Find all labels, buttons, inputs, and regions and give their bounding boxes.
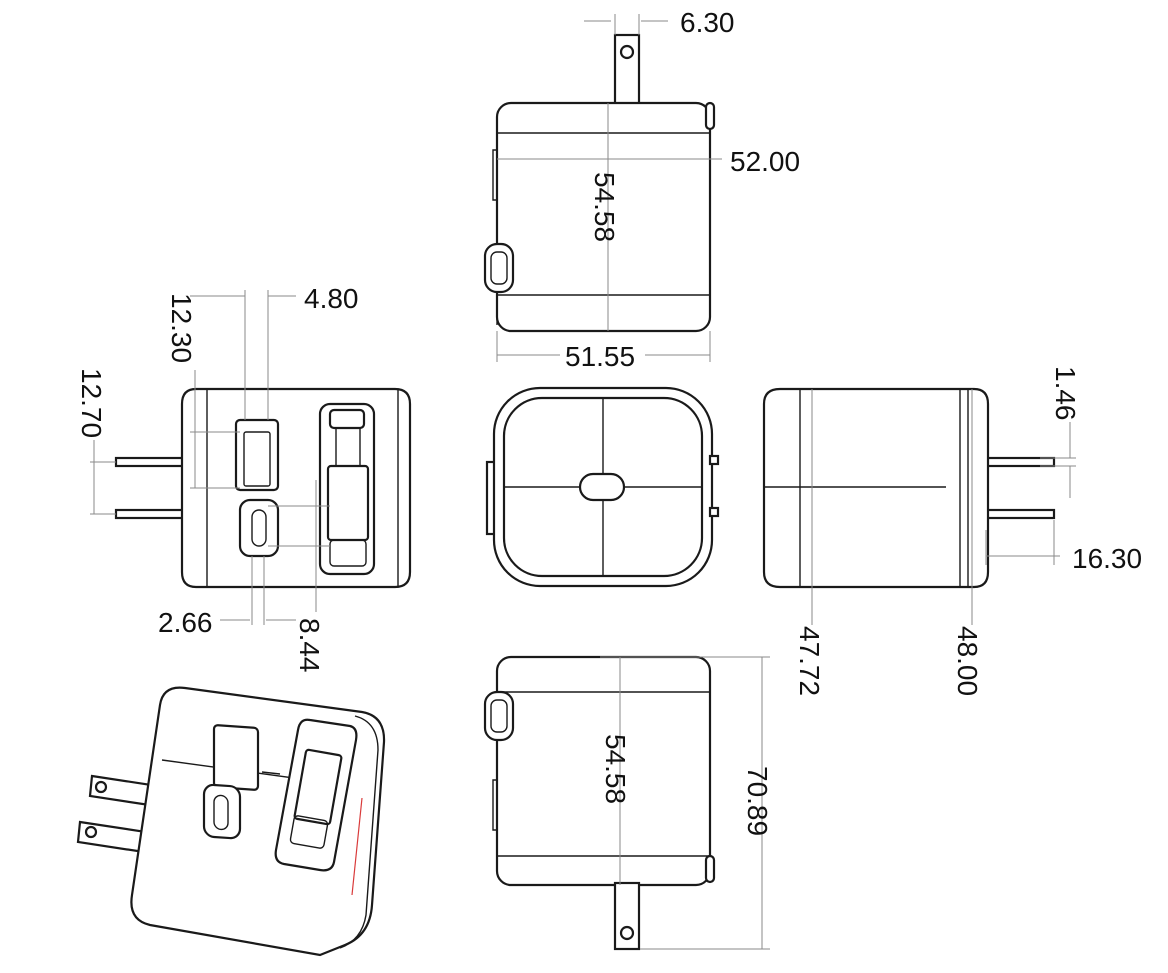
isometric-view (76, 686, 386, 957)
dim-top-view-height: 54.58 (589, 172, 620, 242)
dim-bottom-view-height: 54.58 (600, 734, 631, 804)
bottom-view (483, 655, 716, 951)
dim-prong-thickness: 1.46 (1050, 366, 1081, 421)
prong-hole-top (619, 44, 635, 60)
dim-usb-a-offset: 12.30 (166, 293, 197, 363)
prong-upper (114, 456, 186, 468)
dim-side-total-width: 48.00 (952, 626, 983, 696)
dim-prong-width: 6.30 (680, 7, 735, 38)
usb-a-port (234, 418, 280, 492)
side-prong-lower (984, 508, 1056, 520)
usb-c-port (238, 498, 280, 558)
dim-prong-length: 16.30 (1072, 543, 1142, 574)
front-view-dimensions: 4.80 12.30 12.70 2.66 8.44 (76, 283, 359, 673)
side-prong-upper (984, 456, 1056, 468)
dim-bottom-total-height: 70.89 (742, 766, 773, 836)
top-view-dimensions: 6.30 52.00 54.58 51.55 (496, 7, 800, 372)
dim-usb-a-width: 4.80 (304, 283, 359, 314)
dim-top-view-body-width: 51.55 (565, 341, 635, 372)
side-view-body (762, 387, 990, 589)
prong-lower (114, 508, 186, 520)
center-indicator (578, 472, 626, 502)
side-view-dimensions: 1.46 16.30 47.72 48.00 (794, 366, 1142, 696)
bottom-view-dimensions: 54.58 70.89 (600, 656, 773, 950)
top-view-body (495, 101, 712, 333)
dim-usb-c-width: 8.44 (294, 618, 325, 673)
bottom-view-slider (483, 690, 515, 742)
dim-side-body-width: 47.72 (794, 626, 825, 696)
iso-usb-c (202, 783, 242, 840)
iso-cable-connector (293, 748, 343, 826)
side-view (762, 387, 1056, 589)
dim-prong-spacing: 12.70 (76, 368, 107, 438)
top-view (483, 33, 716, 333)
iso-usb-a (212, 724, 260, 791)
iso-accent-line (351, 797, 363, 896)
prong-hole-bottom (619, 925, 635, 941)
top-view-slider (483, 242, 515, 294)
bottom-view-side-tab (704, 854, 716, 884)
dim-usb-c-offset: 2.66 (158, 607, 213, 638)
dim-top-view-width: 52.00 (730, 146, 800, 177)
front-cable-head (328, 408, 366, 430)
front-cable-connector (326, 464, 370, 542)
top-view-side-tab (704, 101, 716, 131)
center-view (485, 386, 720, 588)
front-view (114, 387, 412, 589)
